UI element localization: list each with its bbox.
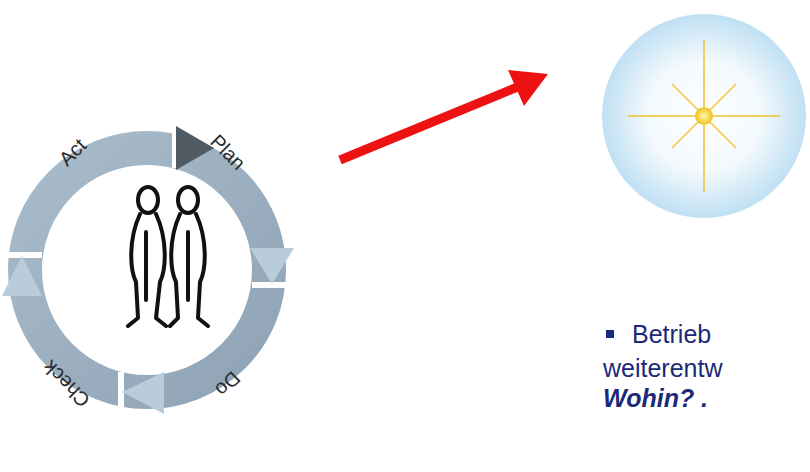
red-arrow (340, 70, 548, 160)
stick-figures (128, 187, 208, 326)
sun-symbol (602, 14, 806, 218)
question-text: Wohin? . (603, 386, 708, 411)
arrowhead-check (122, 372, 164, 414)
body-text: Betrieb (632, 322, 711, 347)
body-text: weiterentw (603, 356, 723, 381)
arrowhead-act (2, 256, 42, 296)
cycle-ring (25, 148, 269, 392)
arrowhead-do (250, 248, 294, 284)
bullet-square (606, 330, 614, 338)
arrowhead-plan (176, 126, 214, 170)
ring-gaps (2, 128, 292, 412)
